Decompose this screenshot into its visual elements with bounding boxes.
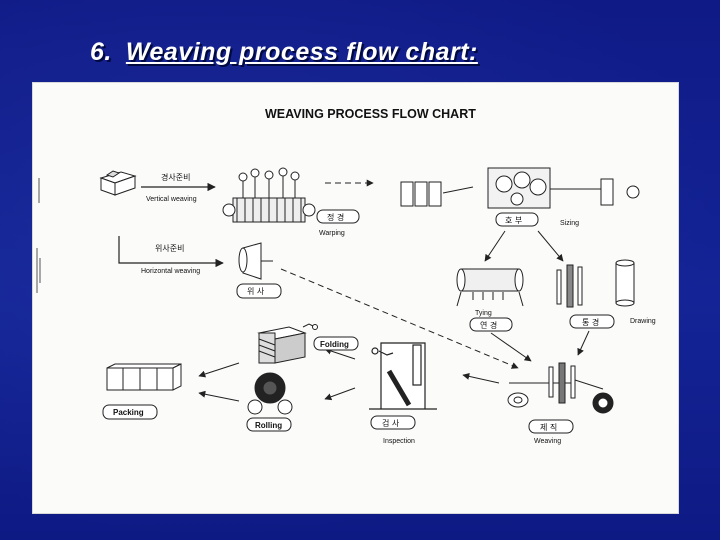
sizing-label-box bbox=[495, 212, 539, 227]
arrow-weft-prep bbox=[118, 236, 224, 268]
drawing-en: Drawing bbox=[630, 318, 656, 325]
weft-label-box bbox=[236, 283, 282, 299]
slide-title-text: Weaving process flow chart: bbox=[125, 38, 478, 66]
sizing-kr: 호 부 bbox=[505, 216, 522, 225]
rolling-cloth-icon bbox=[247, 372, 293, 415]
weaving-en: Weaving bbox=[534, 438, 561, 445]
warping-kr: 정 경 bbox=[327, 212, 344, 222]
folding-label-box bbox=[313, 336, 359, 351]
scan-edge-marks bbox=[36, 178, 41, 293]
warp-prep-icon bbox=[99, 170, 137, 196]
sizing-en: Sizing bbox=[560, 220, 579, 227]
warp-prep-en: Vertical weaving bbox=[146, 196, 197, 203]
inspection-label-box bbox=[370, 415, 416, 430]
warping-machine-icon bbox=[222, 167, 316, 223]
packing-boxes-icon bbox=[106, 363, 182, 391]
drawing-kr: 통 경 bbox=[582, 317, 599, 327]
diagram-title: WEAVING PROCESS FLOW CHART bbox=[265, 107, 476, 121]
weaving-loom-icon bbox=[507, 362, 614, 414]
tying-kr: 연 경 bbox=[480, 320, 497, 330]
warping-en: Warping bbox=[319, 230, 345, 237]
folding-stack-icon bbox=[257, 323, 318, 364]
tying-label-box bbox=[469, 317, 513, 332]
tying-machine-icon bbox=[456, 268, 524, 307]
weft-prep-en: Horizontal weaving bbox=[141, 268, 200, 275]
folding-label: Folding bbox=[320, 340, 349, 349]
arrow-drawing-to-weaving bbox=[577, 330, 590, 356]
sizing-machine-icon bbox=[400, 167, 640, 209]
arrow-rolling-to-packing bbox=[198, 390, 240, 402]
slide-title: 6. Weaving process flow chart: bbox=[90, 38, 478, 67]
arrow-weaving-to-inspection bbox=[462, 372, 500, 384]
drawing-machine-icon bbox=[556, 259, 635, 308]
arrow-sizing-to-drawing bbox=[537, 230, 564, 262]
packing-label-box bbox=[102, 404, 158, 420]
arrow-folding-to-packing bbox=[198, 362, 240, 378]
drawing-label-box bbox=[569, 314, 615, 329]
arrow-weft-to-weaving bbox=[280, 268, 519, 369]
packing-label: Packing bbox=[113, 408, 144, 417]
arrow-tying-to-weaving bbox=[490, 332, 532, 362]
rolling-label-box bbox=[246, 417, 292, 432]
inspection-kr: 검 사 bbox=[382, 418, 400, 428]
rolling-label: Rolling bbox=[255, 421, 282, 430]
arrow-inspection-to-rolling bbox=[324, 387, 356, 401]
inspection-frame-icon bbox=[369, 342, 437, 410]
weaving-label-box bbox=[528, 419, 574, 434]
inspection-en: Inspection bbox=[383, 438, 415, 445]
weft-cone-icon bbox=[238, 242, 273, 280]
slide-number: 6. bbox=[90, 38, 112, 66]
warping-label-box bbox=[316, 209, 360, 224]
flow-chart-diagram: WEAVING PROCESS FLOW CHART 경사준비 Vertical… bbox=[36, 107, 656, 445]
flow-chart-scan: WEAVING PROCESS FLOW CHART 경사준비 Vertical… bbox=[33, 83, 678, 513]
weaving-kr: 제 직 bbox=[540, 422, 557, 432]
arrow-sizing-to-tying bbox=[484, 230, 506, 262]
warp-prep-kr: 경사준비 bbox=[161, 172, 190, 182]
weft-prep-kr: 위사준비 bbox=[155, 244, 184, 253]
arrow-inspection-to-folding bbox=[324, 347, 356, 360]
tying-en: Tying bbox=[475, 310, 492, 317]
weft-kr: 위 사 bbox=[247, 287, 265, 296]
